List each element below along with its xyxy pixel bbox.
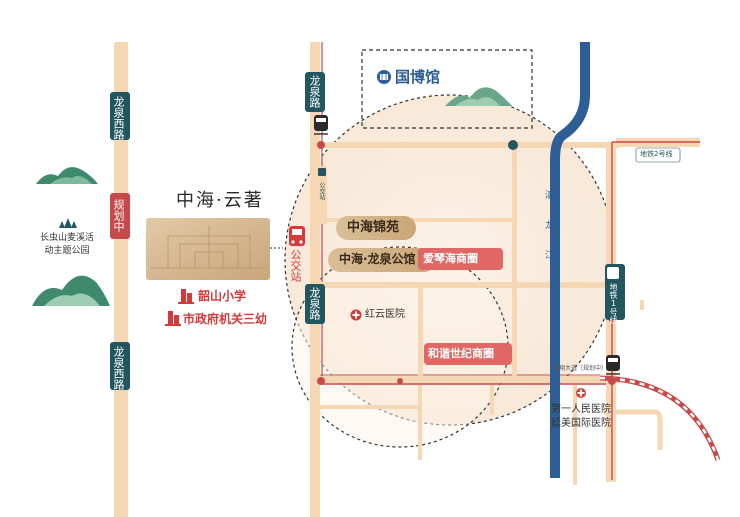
road-longquan bbox=[310, 42, 320, 517]
bus-stop-marker bbox=[318, 168, 326, 176]
metro-train-icon bbox=[607, 267, 619, 279]
road-label-longquan-west-bottom: 龙泉西路 bbox=[112, 346, 125, 390]
road-middle bbox=[320, 282, 610, 288]
badge-longquan-top bbox=[305, 72, 325, 112]
park-tree-icon bbox=[59, 218, 77, 228]
park-label: 长虫山麦溪活动主题公园 bbox=[39, 233, 94, 256]
road-label-metro1: 地铁1号线 bbox=[609, 283, 618, 324]
museum-icon bbox=[377, 70, 391, 84]
pill-jinyuan bbox=[336, 216, 416, 240]
hospital-intl-label: 延美国际医院 bbox=[551, 418, 611, 429]
badge-longquan-west-bottom bbox=[110, 342, 130, 390]
school-label: 韶山小学 bbox=[198, 289, 247, 303]
road-label-longquan-west-top: 龙泉西路 bbox=[112, 96, 125, 140]
project-gongguan-label: 中海·龙泉公馆 bbox=[339, 252, 416, 266]
badge-planned bbox=[110, 193, 130, 239]
business-hexie-label: 和谐世纪商圈 bbox=[428, 347, 494, 360]
project-title: 中海·云著 bbox=[176, 190, 264, 211]
business-aiqinhai-label: 爱琴海商圈 bbox=[423, 252, 478, 265]
river-label-3: 江 bbox=[543, 250, 553, 259]
museum-area bbox=[361, 49, 533, 129]
kindergarten-label: 市政府机关三幼 bbox=[183, 312, 268, 326]
pill-hexie bbox=[424, 343, 512, 365]
building-icon bbox=[165, 311, 181, 326]
bus-icon bbox=[289, 226, 305, 246]
road-label-metro2: 地铁2号线 bbox=[640, 150, 673, 158]
road-label-longquan-bottom: 龙泉路 bbox=[308, 287, 321, 320]
project-jinyuan-label: 中海锦苑 bbox=[347, 220, 400, 235]
metro-train-icon bbox=[606, 355, 620, 375]
bus-stop-small-label: 公交站 bbox=[318, 182, 325, 200]
railway-curve bbox=[599, 375, 721, 461]
hospital-first-label: 第一人民医院 bbox=[551, 404, 611, 415]
badge-longquan-west-top bbox=[110, 92, 130, 140]
river-label-1: 滇 bbox=[543, 190, 553, 199]
road-longquan-west bbox=[114, 42, 128, 517]
hospital-cross-icon bbox=[576, 388, 586, 398]
road-top bbox=[320, 142, 620, 148]
project-card bbox=[146, 218, 270, 280]
building-icon bbox=[178, 289, 194, 304]
road-label-longquan-top: 龙泉路 bbox=[308, 75, 321, 108]
pill-gongguan bbox=[328, 248, 436, 272]
road-label-planned: 规划中 bbox=[112, 199, 125, 232]
river-dianlong bbox=[550, 42, 590, 478]
metro-train-icon bbox=[314, 115, 328, 135]
badge-metro2 bbox=[635, 147, 681, 163]
badge-longquan-bottom bbox=[305, 284, 325, 324]
hospital-hongyun-label: 红云医院 bbox=[365, 309, 405, 320]
bottom-road-label: 翰翔大道（规划中） bbox=[553, 365, 608, 372]
hospital-cross-icon bbox=[350, 309, 362, 321]
road-bottom bbox=[320, 376, 620, 383]
museum-label: 国博馆 bbox=[395, 68, 441, 86]
pill-aiqinhai bbox=[418, 248, 503, 270]
bus-station-label: 公交站 bbox=[289, 249, 302, 282]
river-label-2: 龙 bbox=[543, 220, 553, 229]
